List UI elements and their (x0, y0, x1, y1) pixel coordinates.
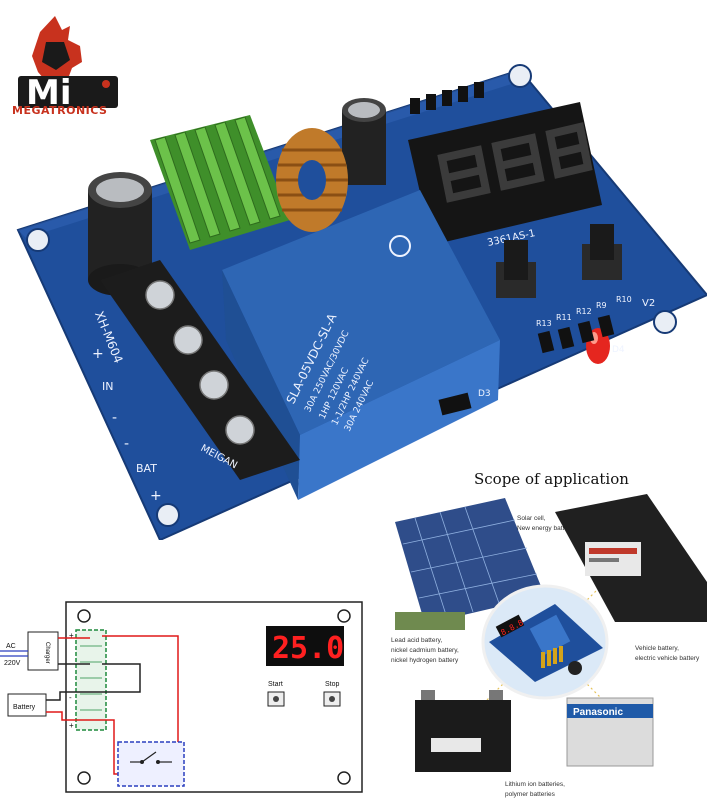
charger-label: Charger (44, 642, 50, 664)
capacitor-right (342, 98, 386, 185)
wiring-display (266, 626, 344, 666)
svg-text:-: - (69, 693, 72, 702)
start-label: Start (268, 681, 283, 688)
ac-label: AC (6, 643, 16, 650)
battery-label: Battery (13, 704, 36, 711)
wiring-display-value: 25.0 (272, 631, 344, 666)
terminal-label-2: IN (102, 380, 113, 393)
terminal-label-1: + (92, 346, 104, 362)
logo-brand-text: MEGATRONICS (12, 104, 108, 117)
resistor-label-3: R12 (576, 307, 592, 316)
vehicle-battery-photo (555, 494, 707, 622)
caption-lead-1: Lead acid battery, (391, 637, 442, 644)
resistor-label-5: R10 (616, 295, 632, 304)
led-display: 3361AS-1 (408, 102, 602, 249)
caption-lead-3: nickel hydrogen battery (391, 657, 459, 664)
lead-acid-battery-photo (415, 690, 511, 772)
logo-mark: Mi (26, 73, 72, 113)
wiring-diagram: + - - + Charger AC 220V Battery 25.0 Sta… (0, 601, 363, 793)
terminal-block-outline (75, 629, 107, 731)
terminal-label-3: - (112, 410, 117, 426)
svg-text:+: + (69, 631, 74, 640)
solar-panel-photo (395, 498, 545, 630)
caption-lead-2: nickel cadmium battery, (391, 647, 459, 654)
scope-of-application-collage: Solar cell, New energy battery 8.8.8 Lea… (391, 494, 707, 798)
resistor-label-1: R13 (536, 319, 552, 328)
caption-lithium-2: polymer batteries (505, 791, 556, 798)
product-board-photo: 3361AS-1 SLA-05VDC-SL-A 30A 250VAC/30VDC… (16, 64, 707, 540)
button-start (496, 240, 536, 298)
button-stop (582, 224, 622, 280)
d4-label: D4 (612, 345, 625, 355)
scope-title: Scope of application (474, 470, 629, 488)
resistor-label-2: R11 (556, 313, 572, 322)
d3-label: D3 (478, 389, 491, 399)
lithium-battery-photo: Panasonic (566, 697, 654, 767)
caption-solar-2: New energy battery (517, 525, 574, 532)
caption-lithium-1: Lithium ion batteries, (505, 781, 565, 788)
panasonic-brand: Panasonic (573, 707, 623, 718)
charger-box (27, 631, 59, 671)
terminal-label-5: BAT (136, 462, 157, 475)
svg-text:+: + (69, 721, 74, 730)
megatronics-logo: Mi (18, 16, 118, 113)
v2-label: V2 (642, 298, 655, 309)
center-board-photo: 8.8.8 (481, 584, 609, 700)
relay-switch-outline (117, 741, 185, 787)
caption-vehicle-2: electric vehicle battery (635, 655, 700, 662)
stop-label: Stop (325, 681, 340, 688)
resistor-label-4: R9 (596, 301, 607, 310)
heatsink (150, 115, 290, 250)
inductor-coil (276, 128, 348, 232)
terminal-label-4: - (124, 436, 129, 452)
terminal-label-6: + (150, 488, 162, 504)
caption-vehicle-1: Vehicle battery, (635, 645, 679, 652)
voltage-label: 220V (4, 660, 21, 667)
caption-solar-1: Solar cell, (517, 515, 546, 522)
battery-box (7, 693, 47, 717)
